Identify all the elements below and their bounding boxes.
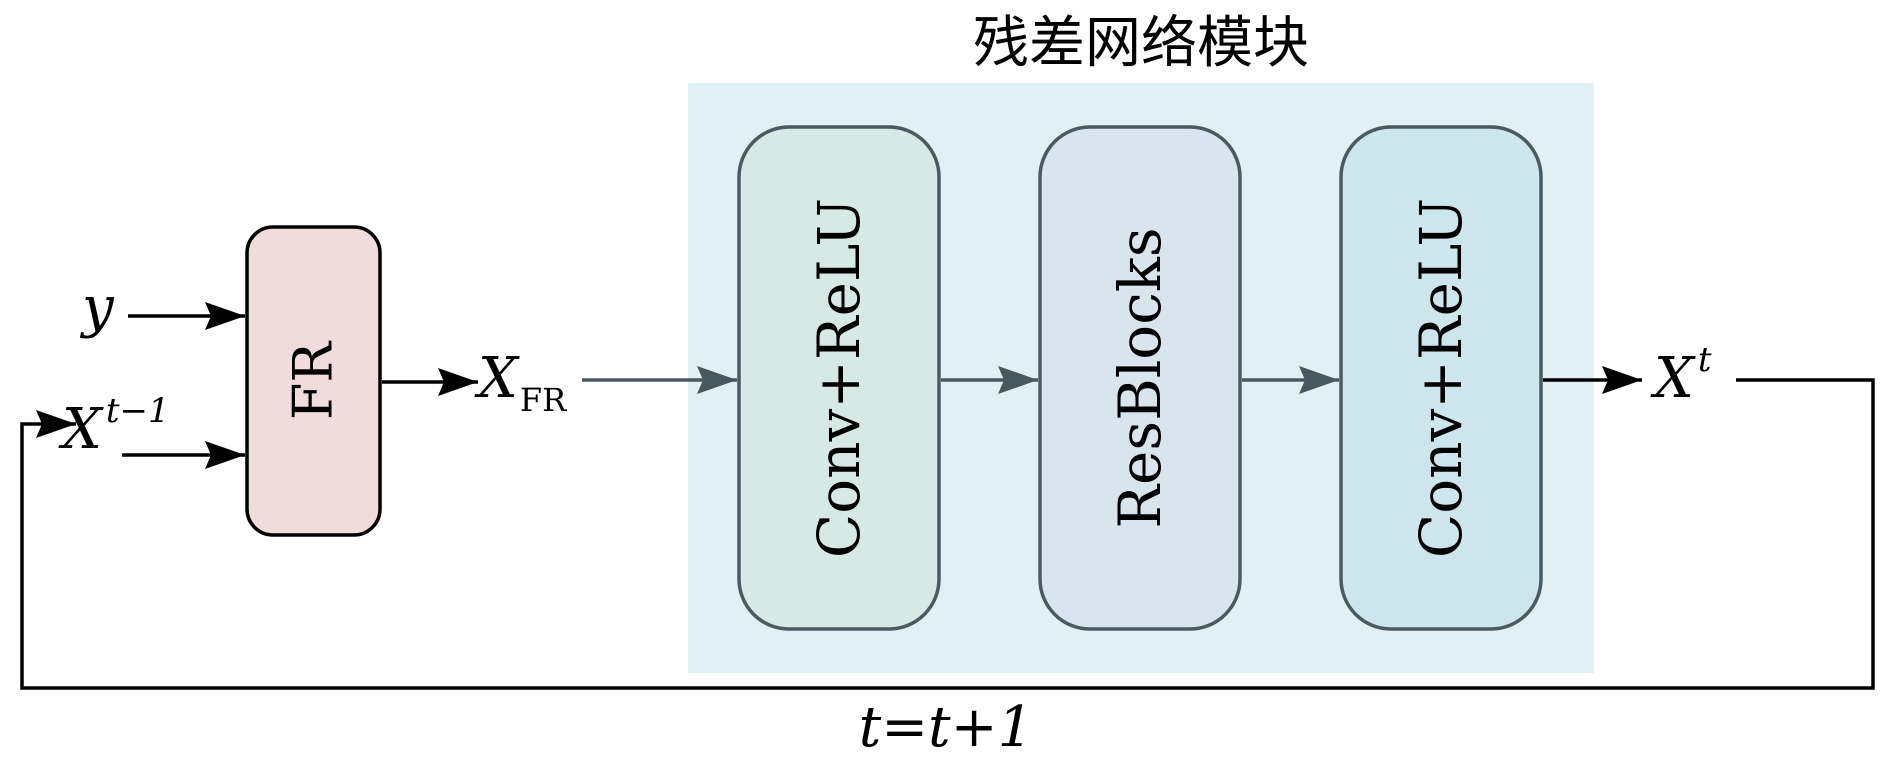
conv-relu-block-1: Conv+ReLU: [737, 125, 941, 631]
output-xt-base: X: [1650, 346, 1696, 411]
intermediate-xfr-label: XFR: [474, 346, 567, 419]
output-xt-superscript: t: [1698, 340, 1712, 380]
residual-module-title: 残差网络模块: [973, 11, 1309, 76]
fr-block: FR: [245, 225, 382, 537]
conv-relu-block-2-label: Conv+ReLU: [1407, 198, 1475, 558]
conv-relu-block-1-label: Conv+ReLU: [805, 198, 873, 558]
conv-relu-block-2: Conv+ReLU: [1339, 125, 1543, 631]
fr-block-label: FR: [282, 341, 345, 420]
feedback-loop-line: [20, 378, 1875, 690]
resblocks-block: ResBlocks: [1038, 125, 1242, 631]
input-x-prev-superscript: t−1: [106, 391, 170, 431]
loop-label: t=t+1: [859, 695, 1033, 759]
intermediate-xfr-base: X: [474, 346, 520, 411]
input-x-prev-base: X: [58, 397, 104, 462]
resblocks-block-label: ResBlocks: [1106, 227, 1174, 528]
input-y-label: y: [79, 275, 115, 340]
intermediate-xfr-subscript: FR: [520, 381, 567, 419]
